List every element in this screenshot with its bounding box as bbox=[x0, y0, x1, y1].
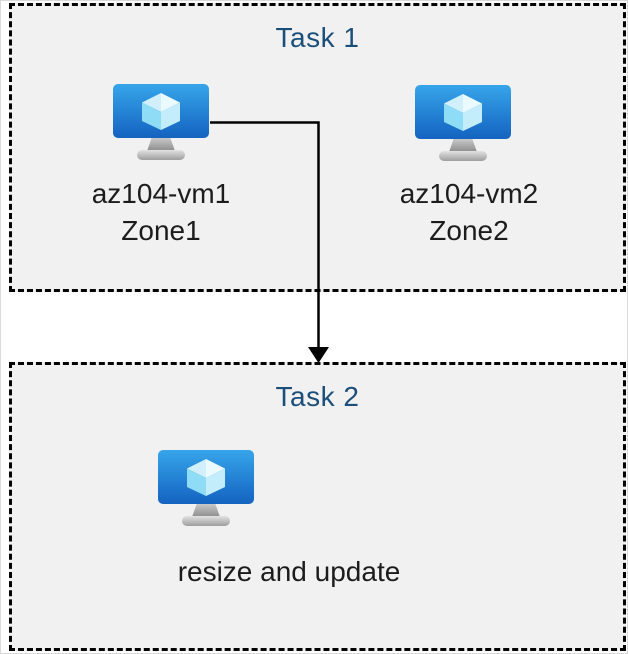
vm2-name: az104-vm2 bbox=[399, 178, 539, 209]
vm1-name: az104-vm1 bbox=[91, 178, 231, 209]
task2-title: Task 2 bbox=[275, 381, 360, 412]
virtual-machine-icon bbox=[415, 85, 511, 163]
vm2-zone: Zone2 bbox=[429, 215, 509, 246]
task1-title: Task 1 bbox=[275, 22, 360, 53]
virtual-machine-icon bbox=[158, 450, 254, 528]
task2-box: Task 2 bbox=[9, 362, 626, 651]
task2-caption: resize and update bbox=[177, 556, 401, 587]
managed-disks-icon bbox=[338, 446, 442, 512]
virtual-machine-icon bbox=[113, 84, 209, 162]
vm1-label: az104-vm1 Zone1 bbox=[61, 175, 261, 249]
vm2-label: az104-vm2 Zone2 bbox=[369, 175, 569, 249]
vm1-zone: Zone1 bbox=[121, 215, 201, 246]
